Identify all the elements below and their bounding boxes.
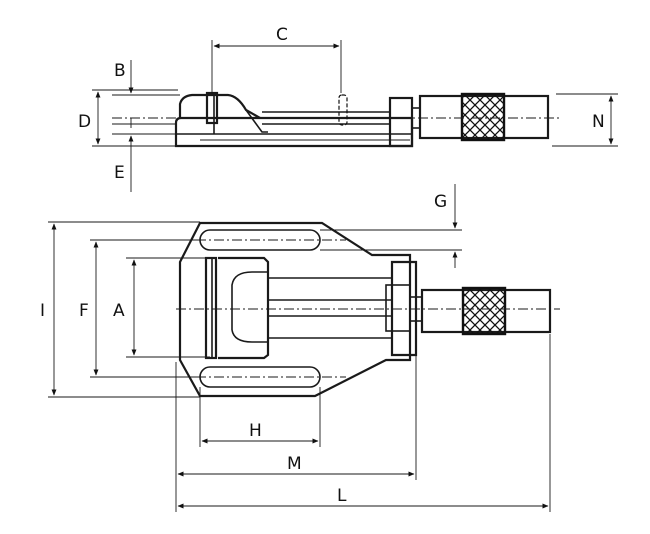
- label-n: N: [592, 112, 605, 132]
- top-rear-block: [390, 260, 418, 357]
- top-knurl: [461, 286, 507, 336]
- label-d: D: [78, 112, 91, 132]
- side-knurl: [460, 92, 506, 142]
- top-dimensions: [48, 184, 551, 512]
- label-b: B: [114, 61, 126, 81]
- label-a: A: [113, 301, 125, 321]
- dimension-labels: C B D E N G I F A H M L: [40, 25, 605, 506]
- side-dimensions: [92, 40, 618, 192]
- label-h: H: [249, 421, 262, 441]
- side-jaw-plate: [205, 91, 219, 125]
- label-c: C: [276, 25, 288, 45]
- label-g: G: [434, 192, 447, 212]
- label-e: E: [114, 163, 125, 183]
- side-rear-block: [388, 96, 414, 148]
- label-m: M: [287, 454, 302, 474]
- top-body-outline: [178, 221, 412, 398]
- top-fixed-jaw: [204, 256, 218, 360]
- top-nut: [385, 284, 411, 332]
- label-f: F: [79, 301, 89, 321]
- label-i: I: [40, 301, 45, 321]
- side-movable-jaw: [338, 94, 348, 126]
- side-fixed-jaw: [178, 93, 261, 119]
- top-movable-jaw: [218, 256, 270, 360]
- side-view: [112, 91, 560, 148]
- top-view: [176, 221, 560, 398]
- label-l: L: [337, 486, 347, 506]
